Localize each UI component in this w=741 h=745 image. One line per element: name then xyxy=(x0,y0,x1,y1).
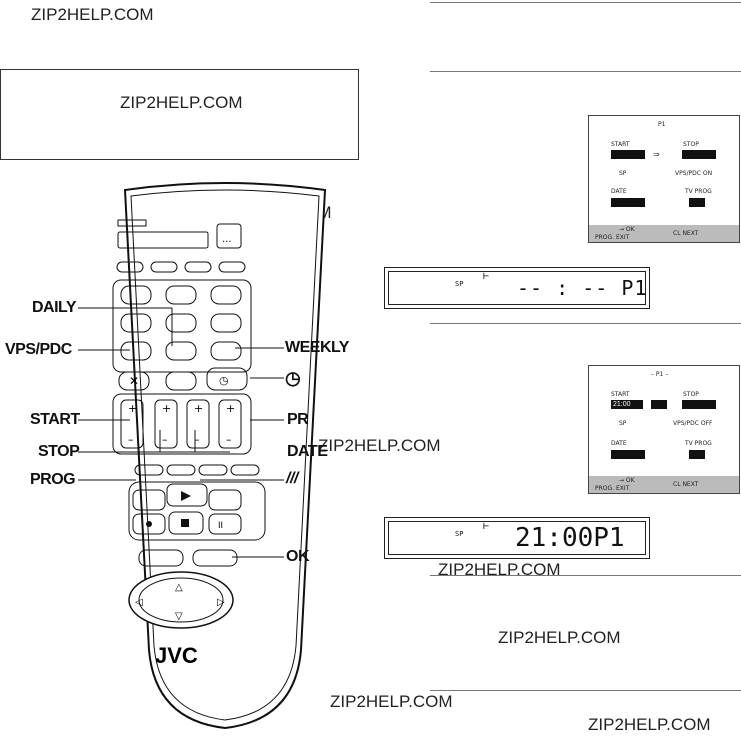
label-prog: PROG xyxy=(30,471,76,488)
start-value-field: 21:00 xyxy=(611,400,643,409)
remote-control-illustration: ... ✕ ◷ + – + – + – + – xyxy=(112,182,327,730)
clock-icon: ◷ xyxy=(285,368,301,388)
lcd-sp: SP xyxy=(455,530,464,538)
osd-date-label: DATE xyxy=(611,440,627,447)
watermark-middle: ZIP2HELP.COM xyxy=(318,436,441,455)
tv-prog-value-field xyxy=(689,450,705,459)
watermark-lcd2: ZIP2HELP.COM xyxy=(438,560,561,579)
osd-start-label: START xyxy=(611,391,630,398)
note-box xyxy=(0,69,359,160)
divider-rule xyxy=(430,2,741,3)
svg-text:△: △ xyxy=(175,582,183,593)
svg-text:–: – xyxy=(162,433,168,446)
svg-text:–: – xyxy=(194,433,200,446)
tv-prog-value-field xyxy=(689,198,705,207)
svg-text:◷: ◷ xyxy=(219,375,229,387)
lcd-digits: -- : -- P1 xyxy=(517,276,648,300)
arrow-field xyxy=(651,400,667,409)
stop-value-field xyxy=(682,400,716,409)
label-ok: OK xyxy=(286,548,310,565)
svg-text:▽: ▽ xyxy=(175,611,183,622)
label-stop: STOP xyxy=(38,443,80,460)
divider-rule xyxy=(430,690,741,691)
lcd-marker-icon: ⊢ xyxy=(483,271,490,282)
svg-text:...: ... xyxy=(222,234,232,245)
divider-rule xyxy=(430,323,741,324)
lcd-digits: 21:00P1 xyxy=(515,523,625,553)
svg-text:+: + xyxy=(162,402,171,415)
watermark-top-left: ZIP2HELP.COM xyxy=(31,5,154,24)
divider-rule xyxy=(430,575,741,576)
svg-text:◁: ◁ xyxy=(135,597,143,608)
osd-footer: → OK PROG. EXIT CL NEXT xyxy=(589,225,739,242)
slash-icon: /// xyxy=(286,470,298,487)
lcd-sp: SP xyxy=(455,280,464,288)
label-vps-pdc: VPS/PDC xyxy=(5,341,72,358)
watermark-box: ZIP2HELP.COM xyxy=(120,93,243,112)
svg-text:–: – xyxy=(128,433,134,446)
divider-rule xyxy=(430,71,741,72)
osd-sp-label: SP xyxy=(619,420,627,427)
osd-start-label: START xyxy=(611,141,630,148)
osd-tv-prog-label: TV PROG xyxy=(685,440,712,447)
jvc-logo: JVC xyxy=(155,643,198,668)
svg-text:+: + xyxy=(226,402,235,415)
stop-value-field xyxy=(682,150,716,159)
svg-text:+: + xyxy=(128,402,137,415)
label-daily: DAILY xyxy=(32,299,77,316)
start-value-field xyxy=(611,150,645,159)
osd-title: – P1 – xyxy=(651,371,669,378)
svg-text:–: – xyxy=(226,433,232,446)
osd-stop-label: STOP xyxy=(683,391,699,398)
lcd-marker-icon: ⊢ xyxy=(483,521,490,532)
date-value-field xyxy=(611,198,645,207)
osd-sp-label: SP xyxy=(619,170,627,177)
svg-text:+: + xyxy=(194,402,203,415)
svg-text:✕: ✕ xyxy=(129,374,139,388)
watermark-bottom-right: ZIP2HELP.COM xyxy=(588,715,711,734)
watermark-lower-right: ZIP2HELP.COM xyxy=(498,628,621,647)
osd-vps-label: VPS/PDC ON xyxy=(675,170,713,177)
vcr-display-2: SP ⊢ 21:00P1 xyxy=(384,517,650,559)
osd-screen-2: – P1 – START STOP 21:00 SP VPS/PDC OFF D… xyxy=(588,365,740,494)
osd-vps-label: VPS/PDC OFF xyxy=(673,420,713,427)
label-start: START xyxy=(30,411,80,428)
label-weekly: WEEKLY xyxy=(285,339,349,356)
svg-text:▷: ▷ xyxy=(217,597,225,608)
osd-tv-prog-label: TV PROG xyxy=(685,188,712,195)
date-value-field xyxy=(611,450,645,459)
vcr-display-1: SP ⊢ -- : -- P1 xyxy=(384,267,650,309)
leader-lines xyxy=(78,307,284,558)
osd-title: P1 xyxy=(658,121,666,128)
label-date: DATE xyxy=(287,443,328,460)
svg-text:II: II xyxy=(218,520,223,530)
osd-footer: → OK PROG. EXIT CL NEXT xyxy=(589,476,739,493)
osd-screen-1: P1 START STOP ⇒ SP VPS/PDC ON DATE TV PR… xyxy=(588,115,740,243)
osd-date-label: DATE xyxy=(611,188,627,195)
arrow-icon: ⇒ xyxy=(653,150,660,159)
osd-stop-label: STOP xyxy=(683,141,699,148)
watermark-bottom: ZIP2HELP.COM xyxy=(330,692,453,711)
label-pr: PR xyxy=(287,411,309,428)
